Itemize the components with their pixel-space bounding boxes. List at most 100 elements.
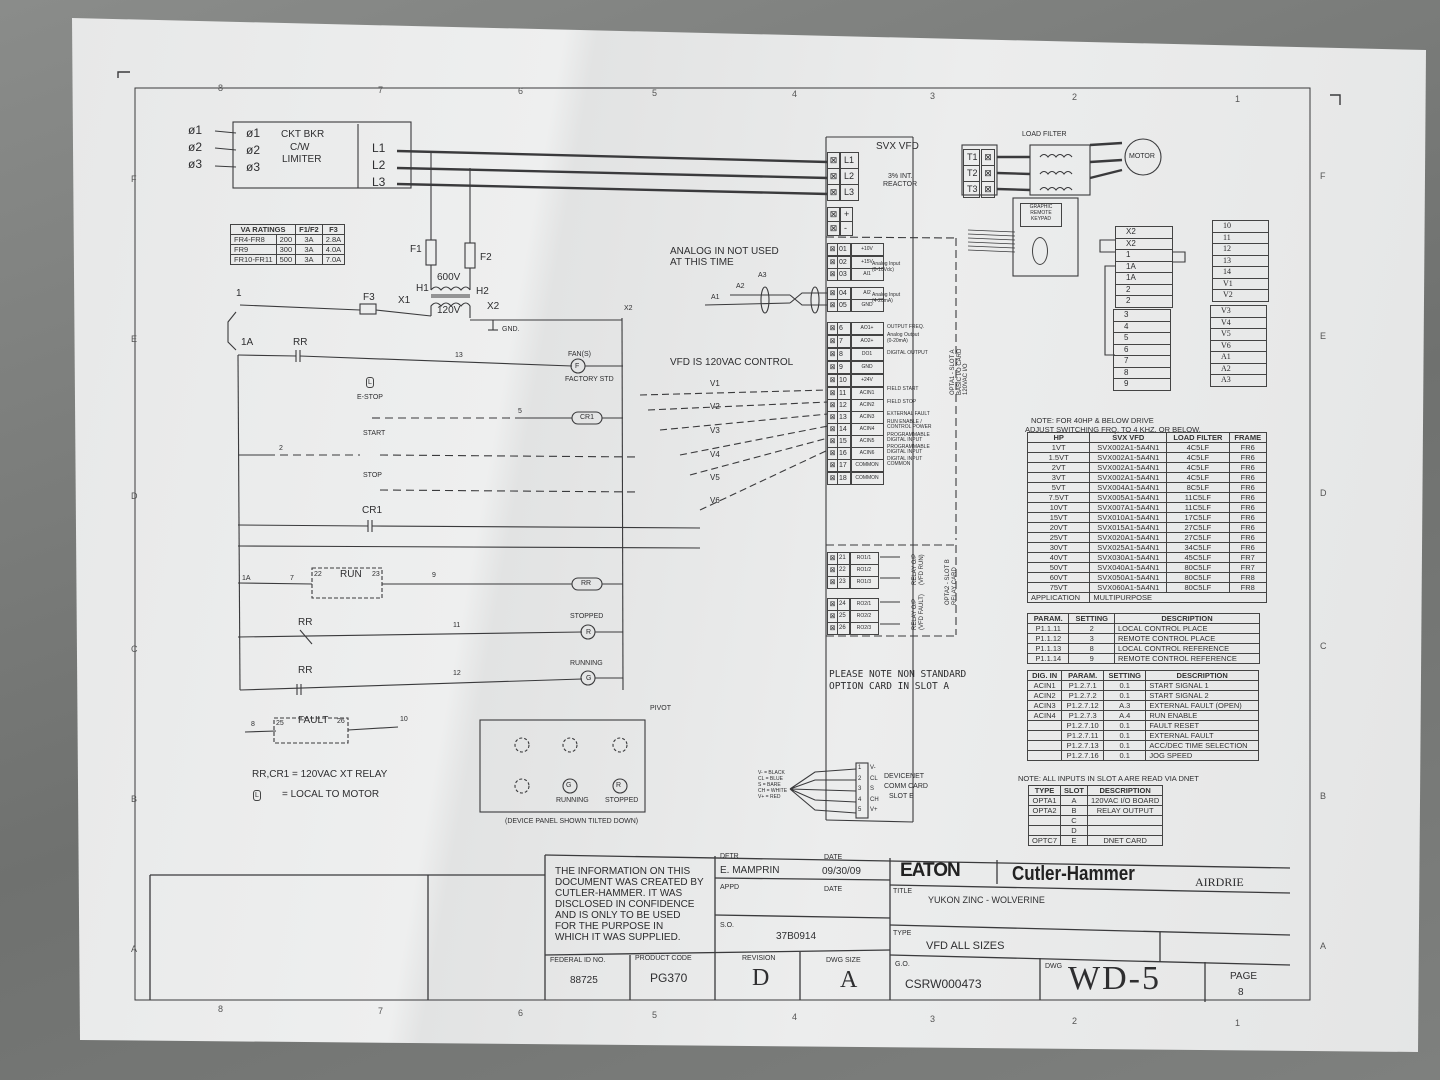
hp-note-2: ADJUST SWITCHING FRQ. TO 4 KHZ. OR BELOW… bbox=[1025, 425, 1201, 434]
grid-column-label: 8 bbox=[218, 83, 224, 93]
table-header-cell: DESCRIPTION bbox=[1145, 670, 1259, 681]
grid-column-label: 5 bbox=[652, 1010, 658, 1020]
table-cell: P1.1.12 bbox=[1026, 633, 1070, 644]
table-cell: 8C5LF bbox=[1166, 482, 1230, 493]
revision-label: REVISION bbox=[742, 955, 776, 962]
table-cell: P1.2.7.1 bbox=[1061, 680, 1105, 691]
contact-cr1: CR1 bbox=[362, 505, 383, 516]
devicenet-pin-signal: CL bbox=[870, 775, 878, 782]
table-cell: FR9 bbox=[230, 244, 277, 255]
grid-row-label: B bbox=[1320, 791, 1327, 801]
table-cell: 20VT bbox=[1026, 522, 1091, 533]
desc-ai1-2: (0-10Vdc) bbox=[872, 267, 894, 273]
grid-row-label: E bbox=[131, 334, 138, 344]
revision: D bbox=[752, 965, 770, 991]
fuse-f1-label: F1 bbox=[410, 244, 422, 255]
grid-column-label: 1 bbox=[1235, 93, 1241, 104]
devicenet-pin-signal: V+ bbox=[870, 807, 878, 813]
vfd-title: SVX VFD bbox=[876, 141, 919, 152]
analog-node-a1: A1 bbox=[711, 294, 720, 301]
terminal-strip-cell: 10 bbox=[1213, 221, 1268, 233]
analog-note-1: ANALOG IN NOT USED bbox=[670, 246, 779, 257]
terminal-number: 18 bbox=[837, 472, 852, 485]
go-number: CSRW000473 bbox=[905, 977, 982, 991]
node-10: 10 bbox=[400, 716, 408, 723]
line-terminal: L2 bbox=[840, 168, 859, 185]
node-1a: 1A bbox=[241, 337, 254, 348]
terminal-signal: GND bbox=[850, 361, 884, 374]
table-cell: 0.1 bbox=[1103, 750, 1147, 761]
desc-t15-1: PROGRAMMABLE bbox=[887, 432, 930, 438]
terminal-number: 9 bbox=[837, 361, 852, 374]
desc-t6: OUTPUT FREQ. bbox=[887, 324, 925, 330]
devicenet-pin-signal: V- bbox=[870, 765, 876, 771]
fan-symbol: F bbox=[575, 363, 580, 370]
estop-label: E-STOP bbox=[357, 394, 383, 401]
table-cell: 4.0A bbox=[321, 244, 346, 255]
control-voltage-note: VFD IS 120VAC CONTROL bbox=[670, 357, 794, 368]
relay-terminal-number: 26 bbox=[837, 622, 851, 635]
line-terminal: L3 bbox=[840, 184, 859, 201]
table-cell: START SIGNAL 2 bbox=[1145, 690, 1259, 701]
table-cell bbox=[1087, 825, 1164, 836]
terminal-strip-cell: 7 bbox=[1114, 356, 1170, 368]
table-cell: 4C5LF bbox=[1166, 462, 1230, 473]
location: AIRDRIE bbox=[1195, 875, 1244, 889]
table-cell: P1.2.7.12 bbox=[1061, 700, 1105, 711]
table-cell: 120VAC I/O BOARD bbox=[1087, 795, 1164, 806]
devicenet-pin-number: 5 bbox=[858, 807, 862, 813]
table-cell: FR6 bbox=[1228, 542, 1268, 553]
node-1a-lower: 1A bbox=[242, 575, 251, 582]
table-cell: SVX004A1-5A4N1 bbox=[1089, 482, 1168, 493]
table-cell: 7.5VT bbox=[1026, 492, 1091, 503]
disclaimer-line: DOCUMENT WAS CREATED BY bbox=[555, 877, 704, 888]
relay1-line-1: RELAY O/P bbox=[912, 553, 918, 585]
table-cell: FR8 bbox=[1228, 572, 1268, 583]
table-cell: SVX060A1-5A4N1 bbox=[1089, 582, 1168, 593]
node-1: 1 bbox=[236, 288, 242, 299]
breaker-output-l3: L3 bbox=[372, 175, 386, 189]
contact-rr-no: RR bbox=[298, 665, 313, 676]
table-cell: 27C5LF bbox=[1166, 522, 1230, 533]
terminal-strip-cell: V1 bbox=[1213, 279, 1268, 290]
local-definition-note: = LOCAL TO MOTOR bbox=[282, 789, 380, 800]
table-cell bbox=[1026, 740, 1063, 751]
terminal-number: 8 bbox=[837, 348, 852, 361]
v-node-label: V4 bbox=[710, 450, 720, 459]
title-label: TITLE bbox=[893, 888, 913, 895]
disclaimer-line: WHICH IT WAS SUPPLIED. bbox=[555, 932, 681, 943]
table-cell: SVX002A1-5A4N1 bbox=[1089, 442, 1168, 453]
grid-column-label: 6 bbox=[518, 86, 524, 96]
grid-column-label: 3 bbox=[930, 1014, 936, 1024]
desc-t17-1: DIGITAL INPUT bbox=[887, 456, 923, 462]
hp-note-1: NOTE: FOR 40HP & BELOW DRIVE bbox=[1031, 416, 1154, 425]
table-header-cell: SETTING bbox=[1103, 670, 1147, 681]
node-2: 2 bbox=[279, 445, 283, 452]
table-cell: 300 bbox=[275, 244, 297, 255]
table-cell: 4C5LF bbox=[1166, 452, 1230, 463]
v-node-label: V3 bbox=[710, 426, 720, 435]
local-to-motor-legend-icon: L bbox=[253, 790, 261, 801]
fault-terminal-26: 26 bbox=[337, 718, 345, 725]
dwg-label: DWG bbox=[1045, 963, 1063, 970]
phase-input-3: ø3 bbox=[188, 157, 203, 171]
dwg-size: A bbox=[840, 967, 858, 993]
table-cell: SVX050A1-5A4N1 bbox=[1089, 572, 1168, 583]
terminal-signal: COMMON bbox=[850, 472, 884, 485]
